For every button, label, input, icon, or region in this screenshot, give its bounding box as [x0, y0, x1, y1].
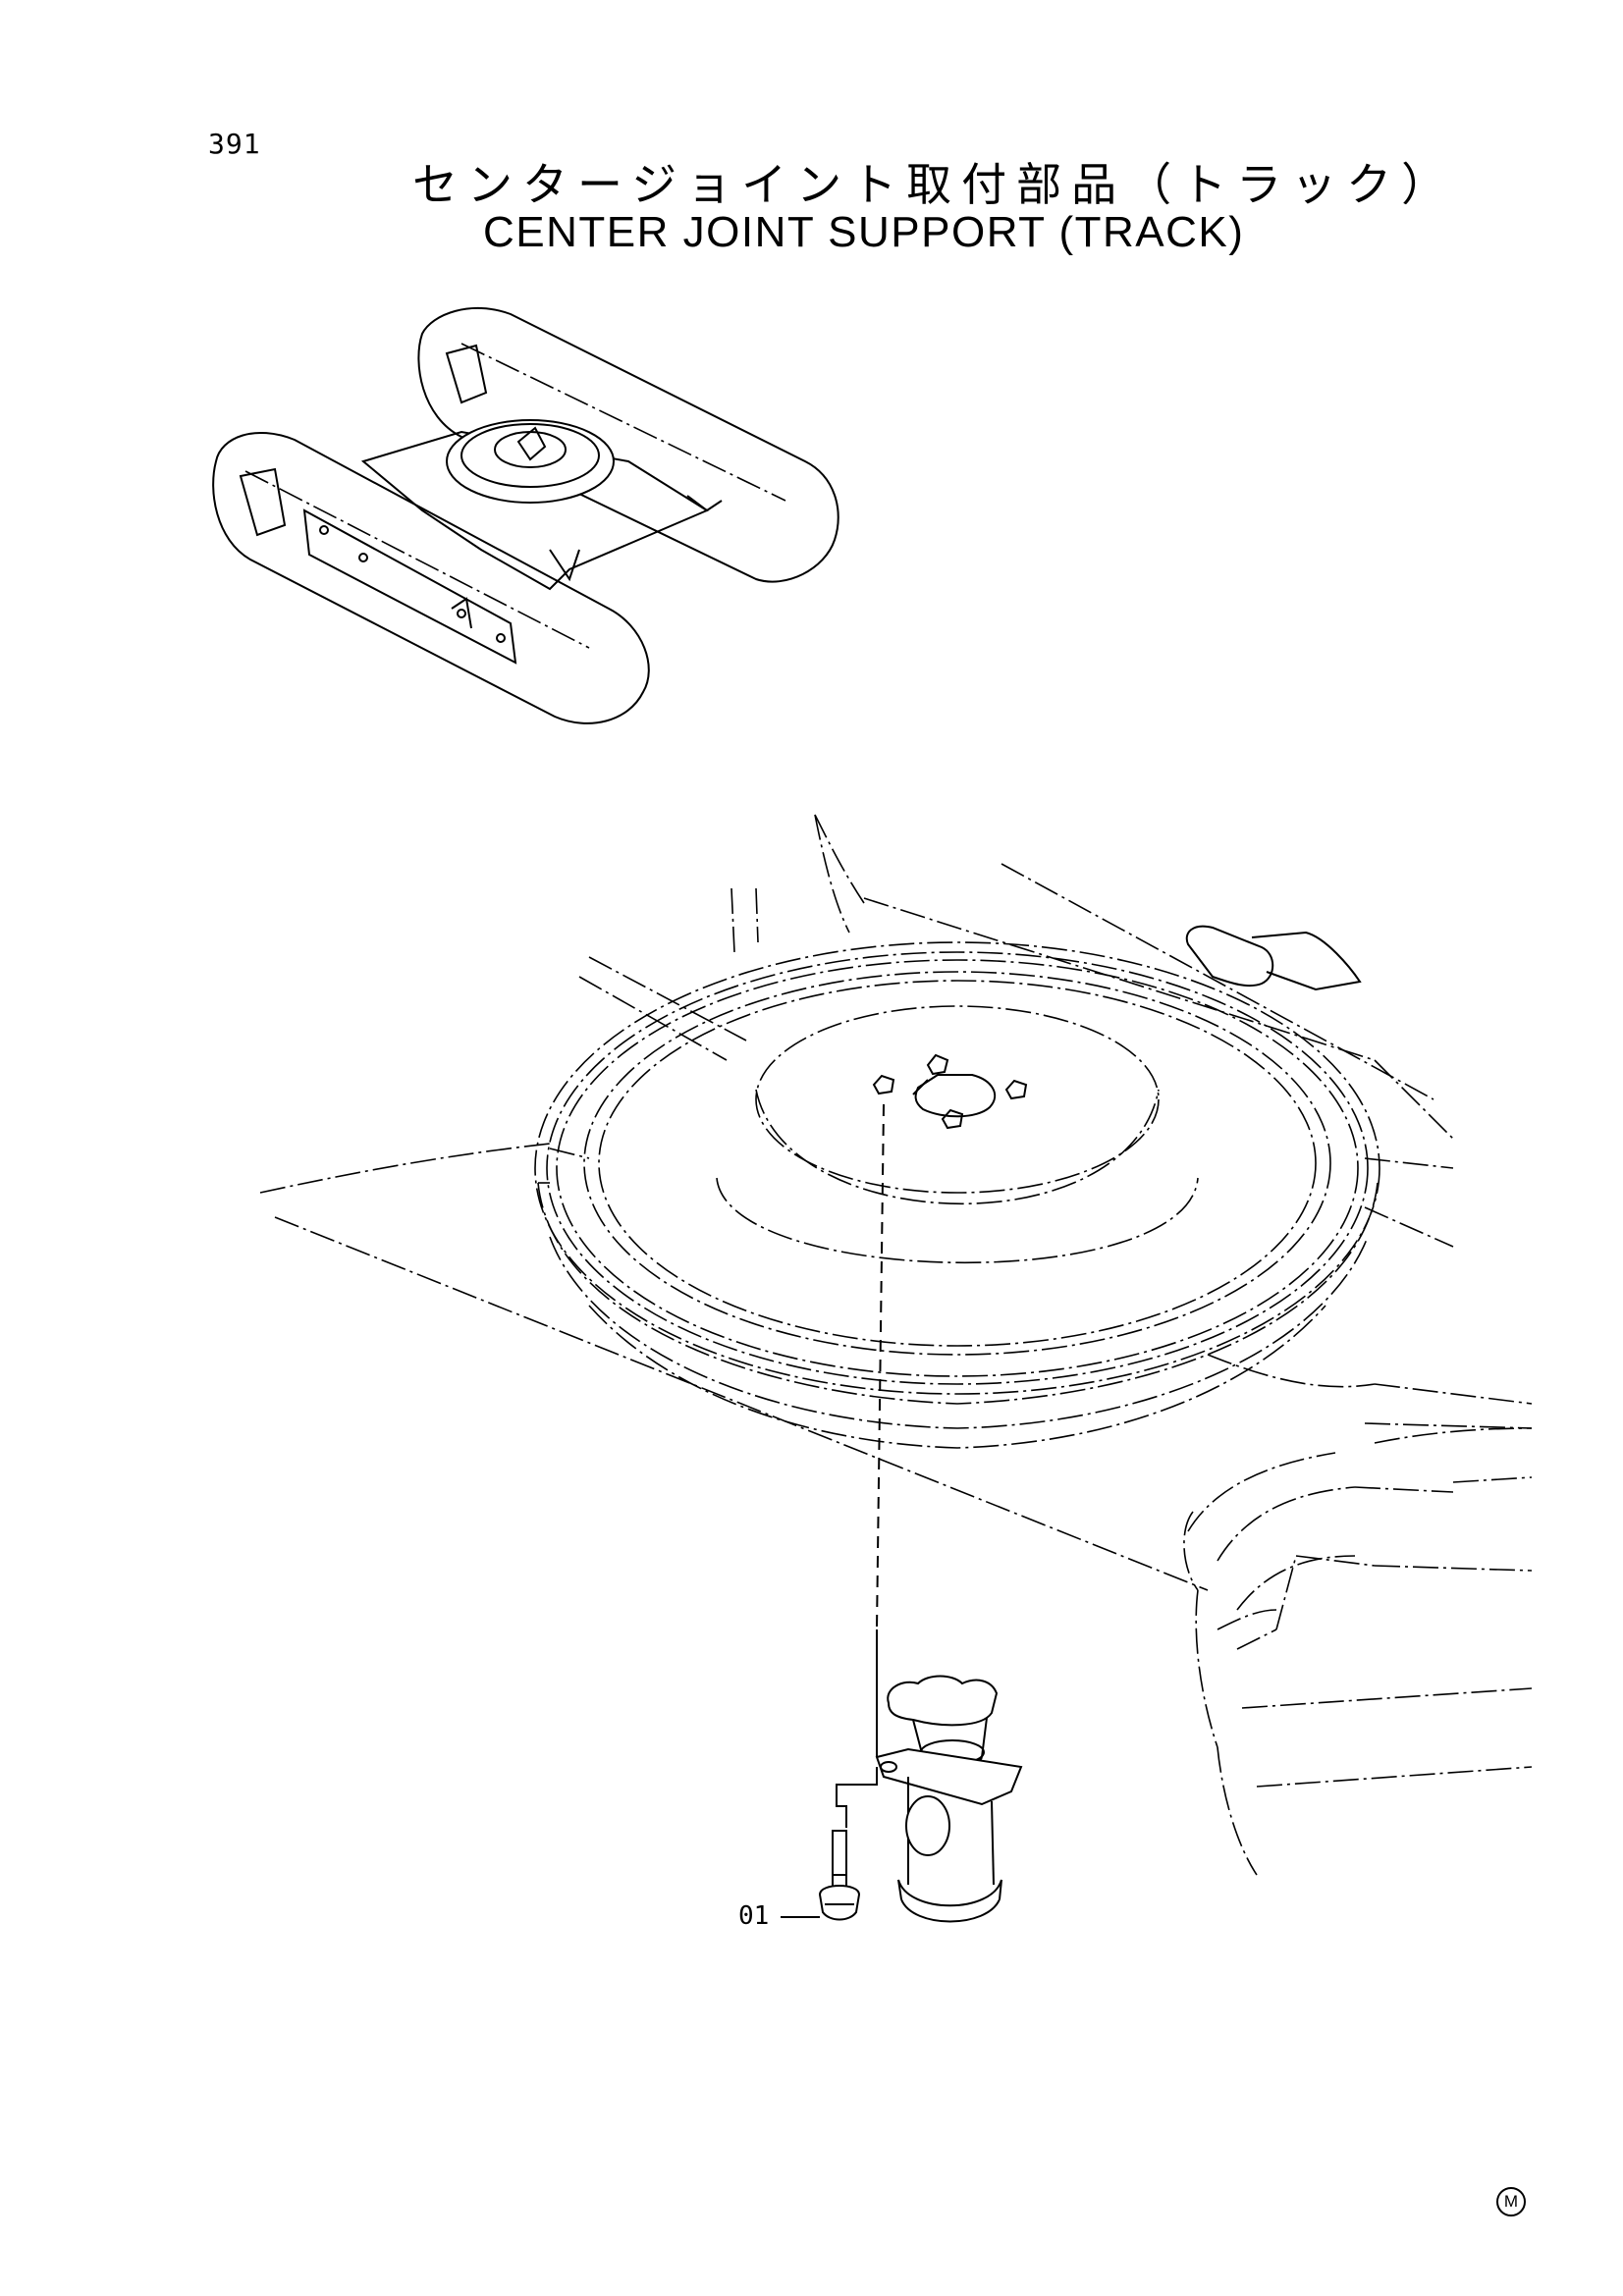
- bolt-01: [781, 1767, 878, 1921]
- undercarriage-overview: [212, 306, 839, 724]
- callout-label-01: 01: [738, 1901, 770, 1931]
- assembly-leader: [876, 1103, 885, 1757]
- swing-bearing: [534, 941, 1380, 1449]
- center-joint: [875, 1675, 1023, 1923]
- page-title-english: CENTER JOINT SUPPORT (TRACK): [483, 208, 1245, 256]
- center-hub: [872, 1053, 1028, 1130]
- frame-tab: [1185, 925, 1362, 991]
- frame-outline: [259, 814, 1533, 1876]
- page-title-japanese: センタージョイント取付部品（トラック）: [412, 158, 1457, 211]
- m-mark: M: [1496, 2187, 1526, 2216]
- page-number: 391: [208, 128, 261, 160]
